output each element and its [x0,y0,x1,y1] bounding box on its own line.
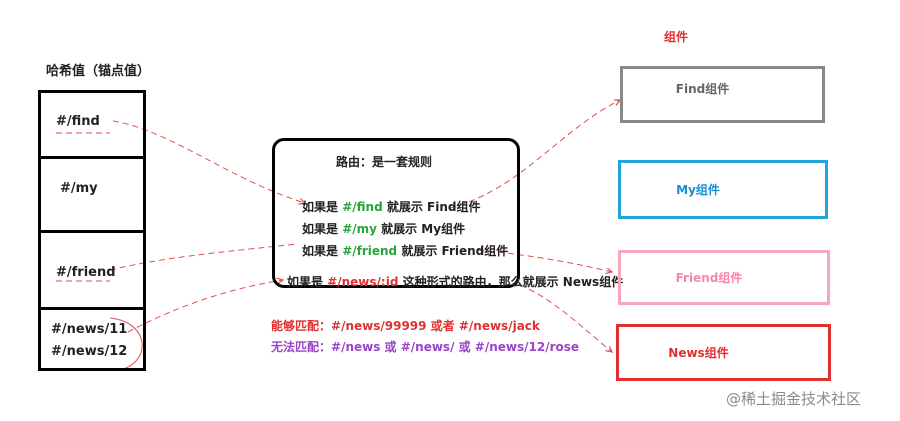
rule-line-news: 如果是 #/news/:id 这种形式的路由，那么就展示 News组件 [287,273,623,290]
rule-line-friend: 如果是 #/friend 就展示 Friend组件 [302,242,508,259]
component-friend-label: Friend组件 [675,271,743,285]
arrow-rule-to-find [449,100,620,209]
news-bracket [109,317,143,371]
component-friend-box: Friend组件 [618,250,830,305]
rule-line-my: 如果是 #/my 就展示 My组件 [302,220,465,237]
hash-my-text: #/my [60,181,98,196]
hash-cell-news: #/news/11 #/news/12 [41,310,143,368]
rule-find-prefix: 如果是 [302,200,343,214]
rule-news-route: #/news/:id [327,275,399,289]
can-match-label: 能够匹配： [271,319,332,333]
component-find-label: Find组件 [675,82,730,96]
rule-news-prefix: 如果是 [287,275,328,289]
rule-my-suffix: 就展示 My组件 [376,222,466,236]
rule-box [272,138,520,288]
cannot-match-line: 无法匹配：#/news 或 #/news/ 或 #/news/12/rose [271,338,579,355]
component-my-box: My组件 [618,160,828,219]
watermark: @稀土掘金技术社区 [726,390,862,408]
can-match-values: #/news/99999 或者 #/news/jack [331,319,540,333]
rule-my-prefix: 如果是 [302,222,343,236]
hash-column-title: 哈希值（锚点值） [46,64,151,79]
hash-column: #/find #/my #/friend #/news/11 #/news/12 [38,90,146,371]
rule-friend-route: #/friend [342,244,398,258]
arrow-rule-to-friend [477,249,612,272]
rule-friend-suffix: 就展示 Friend组件 [397,244,509,258]
rule-find-suffix: 就展示 Find组件 [382,200,481,214]
component-my-label: My组件 [676,183,720,197]
component-find-box: Find组件 [620,66,825,123]
rule-friend-prefix: 如果是 [302,244,343,258]
rule-line-find: 如果是 #/find 就展示 Find组件 [302,198,480,215]
hash-news-12-text: #/news/12 [51,344,128,359]
arrow-rule-to-news [519,284,612,352]
hash-cell-my: #/my [41,159,143,233]
arrow-friend-to-rule [109,243,299,271]
hash-friend-text: #/friend [56,265,116,280]
component-news-box: News组件 [616,324,831,381]
cannot-match-label: 无法匹配： [271,340,332,354]
components-heading: 组件 [664,30,689,44]
hash-cell-friend: #/friend [41,233,143,310]
hash-find-text: #/find [56,114,100,129]
arrow-find-to-rule [112,120,305,203]
rule-news-suffix: 这种形式的路由，那么就展示 News组件 [398,275,624,289]
cannot-match-values: #/news 或 #/news/ 或 #/news/12/rose [331,340,580,354]
hash-cell-find: #/find [41,93,143,159]
rule-my-route: #/my [342,222,377,236]
rule-title: 路由：是一套规则 [336,155,433,169]
rule-find-route: #/find [342,200,383,214]
hash-news-11-text: #/news/11 [51,322,128,337]
arrow-news-to-rule [127,280,283,333]
can-match-line: 能够匹配：#/news/99999 或者 #/news/jack [271,317,540,334]
component-news-label: News组件 [668,346,729,360]
